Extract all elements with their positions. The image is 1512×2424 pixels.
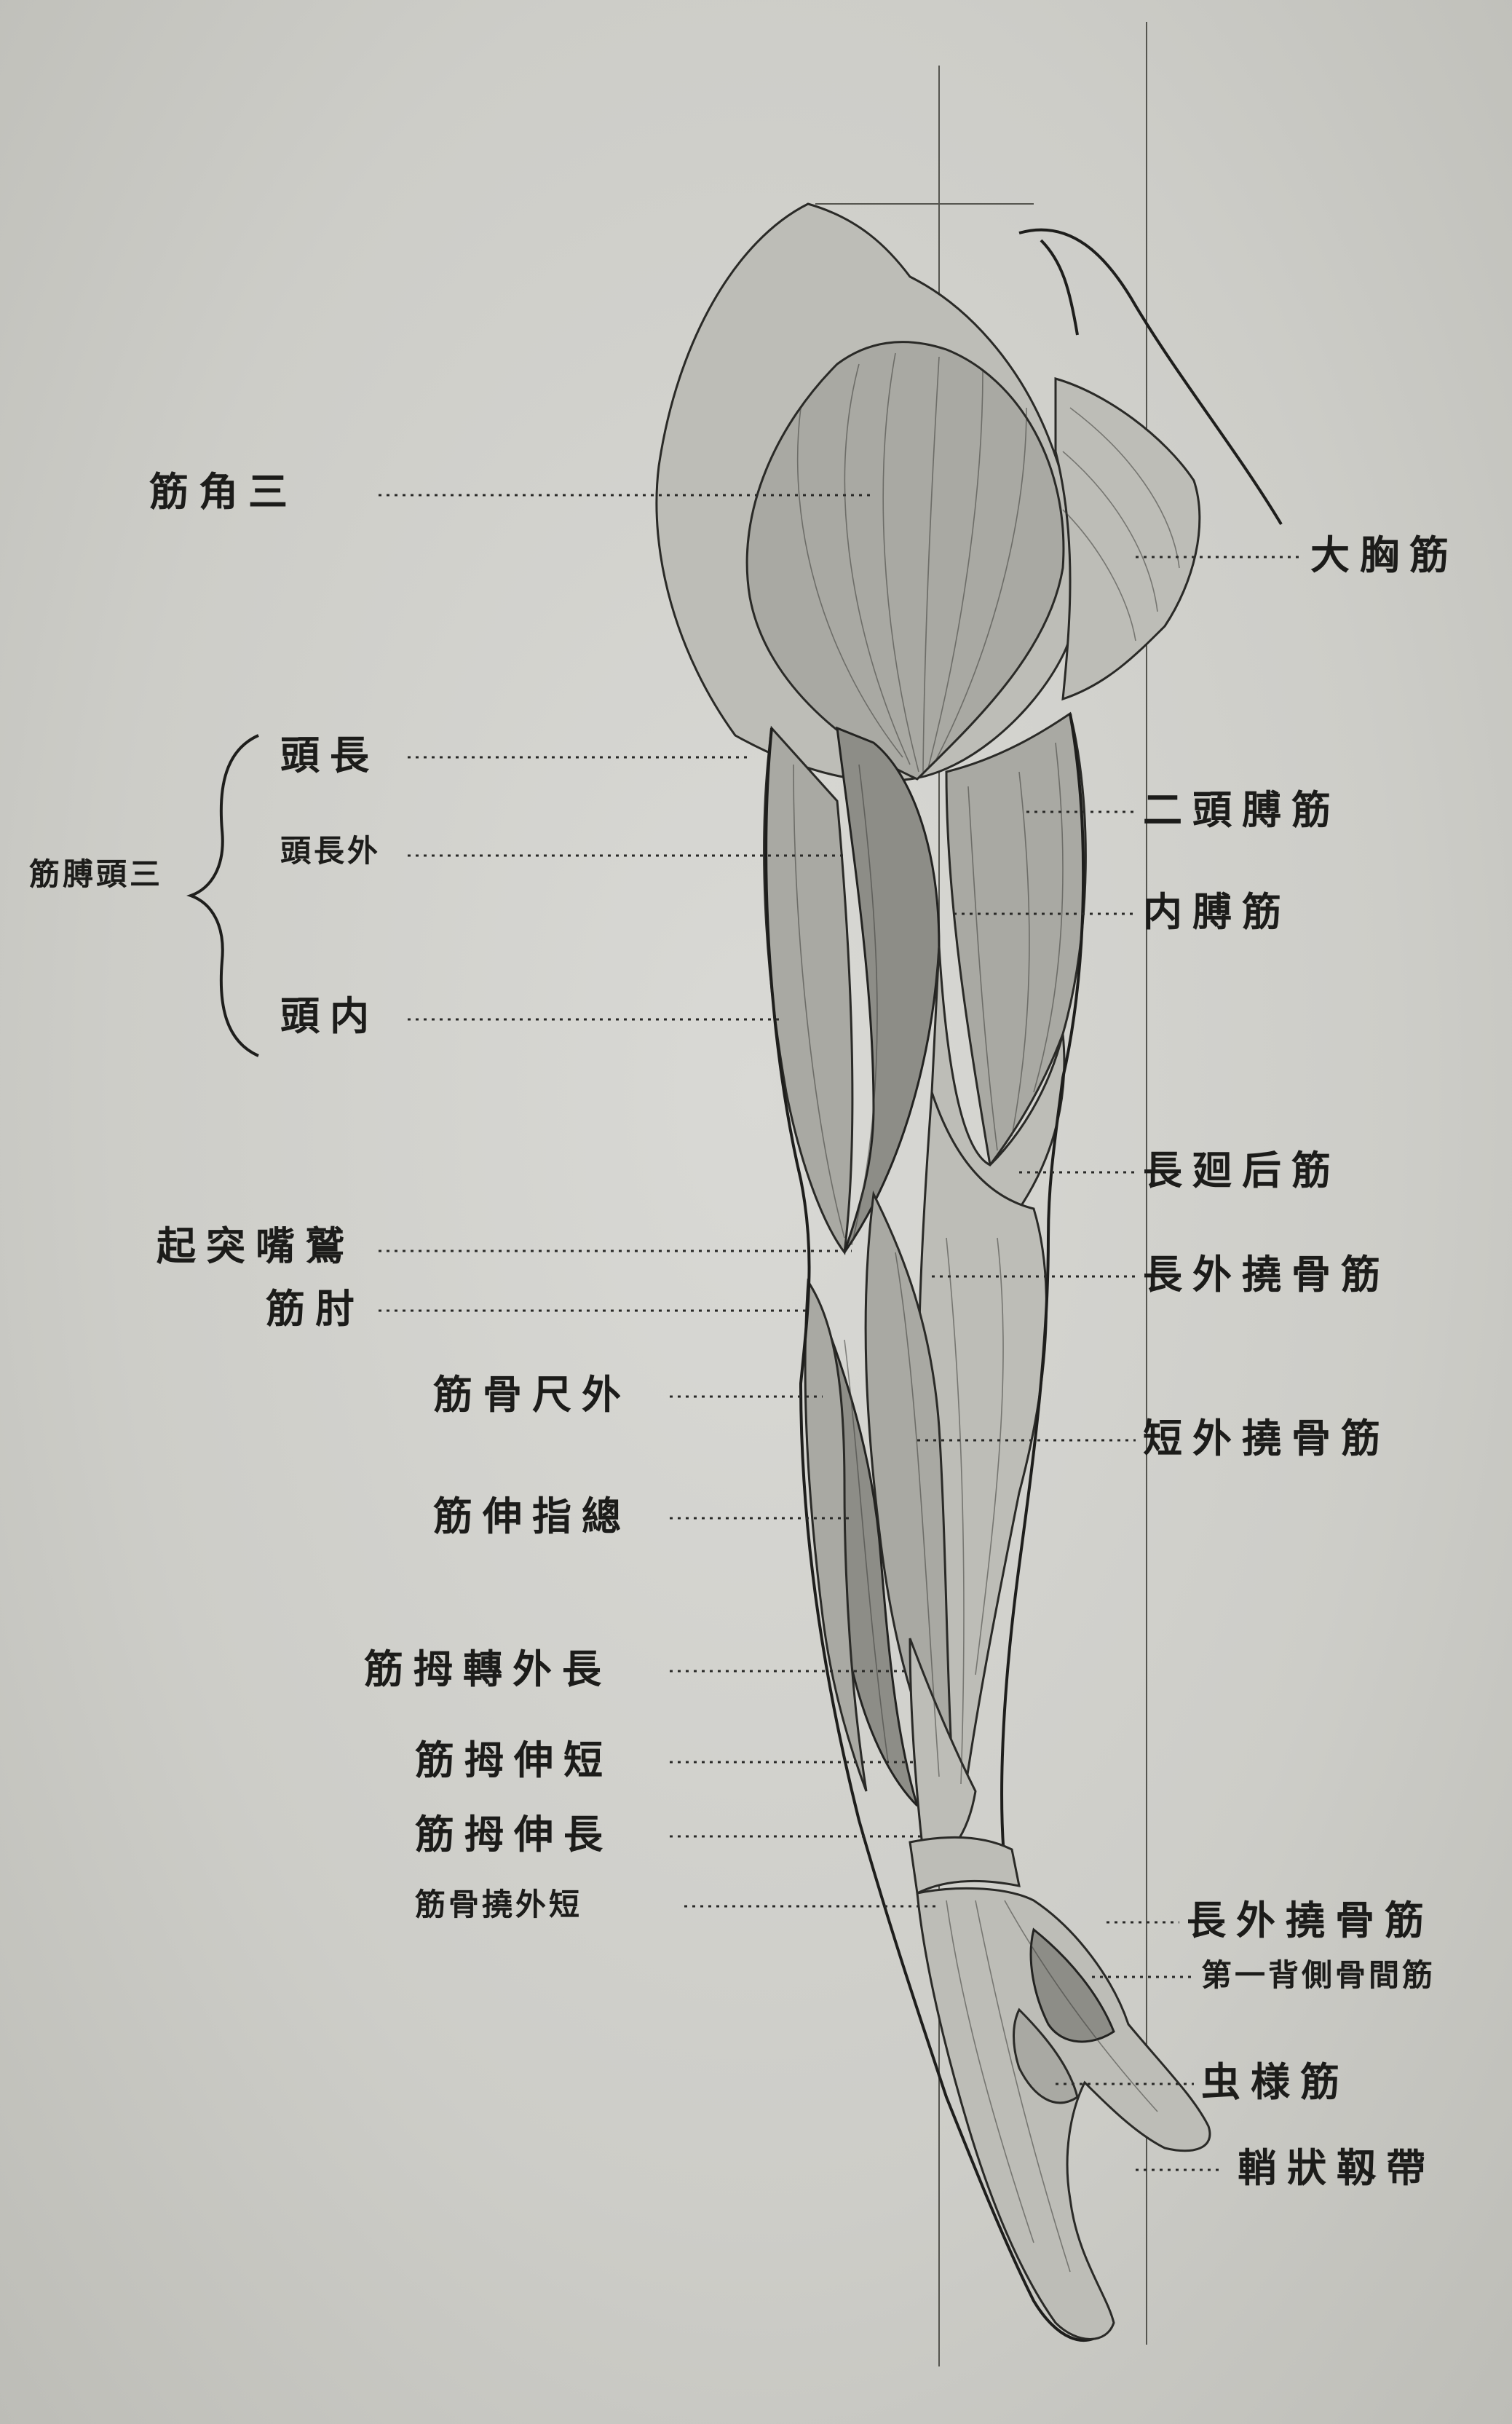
label-triceps-group: 筋膊頭三 xyxy=(29,859,163,890)
label-ext-carpi-radialis-longus: 長外撓骨筋 xyxy=(1143,1255,1390,1294)
label-ext-carpi-ulnaris: 筋骨尺外 xyxy=(433,1375,631,1414)
label-anconeus: 筋肘 xyxy=(266,1289,365,1328)
label-lumbrical: 虫様筋 xyxy=(1201,2062,1350,2101)
label-ext-carpi-radialis-brevis: 短外撓骨筋 xyxy=(1143,1418,1390,1458)
label-ext-pollicis-longus: 筋拇伸長 xyxy=(415,1815,613,1854)
label-brachialis: 内膊筋 xyxy=(1143,892,1291,931)
label-ext-digitorum: 筋伸指總 xyxy=(433,1496,631,1536)
label-brachioradialis: 長廻后筋 xyxy=(1143,1150,1341,1190)
label-medial-head: 頭内 xyxy=(280,996,379,1035)
label-pectoralis-major: 大胸筋 xyxy=(1310,535,1459,575)
label-ext-pollicis-brevis: 筋拇伸短 xyxy=(415,1740,613,1780)
label-ext-carpi-radialis-longus-wrist: 長外撓骨筋 xyxy=(1187,1900,1434,1940)
label-ext-carpi-radialis-brevis-wrist: 筋骨撓外短 xyxy=(415,1890,582,1920)
biceps-shape xyxy=(946,714,1085,1165)
triceps-group-brace xyxy=(191,735,258,1056)
wrist-ligament-band xyxy=(910,1837,1019,1893)
label-abd-pollicis-longus: 筋拇轉外長 xyxy=(364,1649,611,1689)
label-epicondyle: 起突嘴鷲 xyxy=(157,1226,355,1266)
label-biceps: 二頭膊筋 xyxy=(1143,790,1341,829)
label-long-head: 頭長 xyxy=(280,735,379,775)
pectoralis-major-shape xyxy=(1056,379,1200,699)
label-first-dorsal-interosseous: 第一背側骨間筋 xyxy=(1201,1960,1436,1991)
triceps-long-head-shape xyxy=(764,728,852,1252)
label-lateral-head: 頭長外 xyxy=(280,836,381,866)
label-dorsal-carpal-ligament: 輎狀靱帶 xyxy=(1238,2148,1436,2187)
triceps-lateral-head-shape xyxy=(837,728,939,1252)
label-deltoid: 筋角三 xyxy=(149,472,298,511)
shoulder-outline xyxy=(1041,240,1077,335)
